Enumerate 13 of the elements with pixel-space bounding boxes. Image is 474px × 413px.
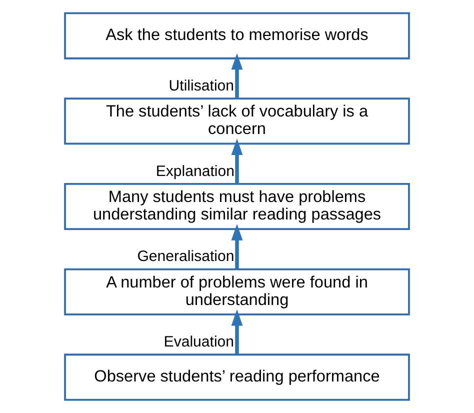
node-box: Ask the students to memorise words <box>64 12 410 60</box>
edge-label: Explanation <box>156 162 234 180</box>
node-box: Observe students’ reading performance <box>64 354 410 401</box>
arrow <box>231 53 243 98</box>
node-box: A number of problems were found in understanding <box>64 268 410 316</box>
node-box: The students’ lack of vocabulary is a concern <box>64 98 410 145</box>
arrow <box>231 138 243 184</box>
edge-label: Evaluation <box>164 334 234 351</box>
edge-label: Utilisation <box>168 77 234 94</box>
node-box: Many students must have problems understanding similar reading passages <box>64 182 410 230</box>
edge-label: Generalisation <box>137 248 234 266</box>
arrow <box>231 224 243 269</box>
arrow <box>231 309 243 354</box>
